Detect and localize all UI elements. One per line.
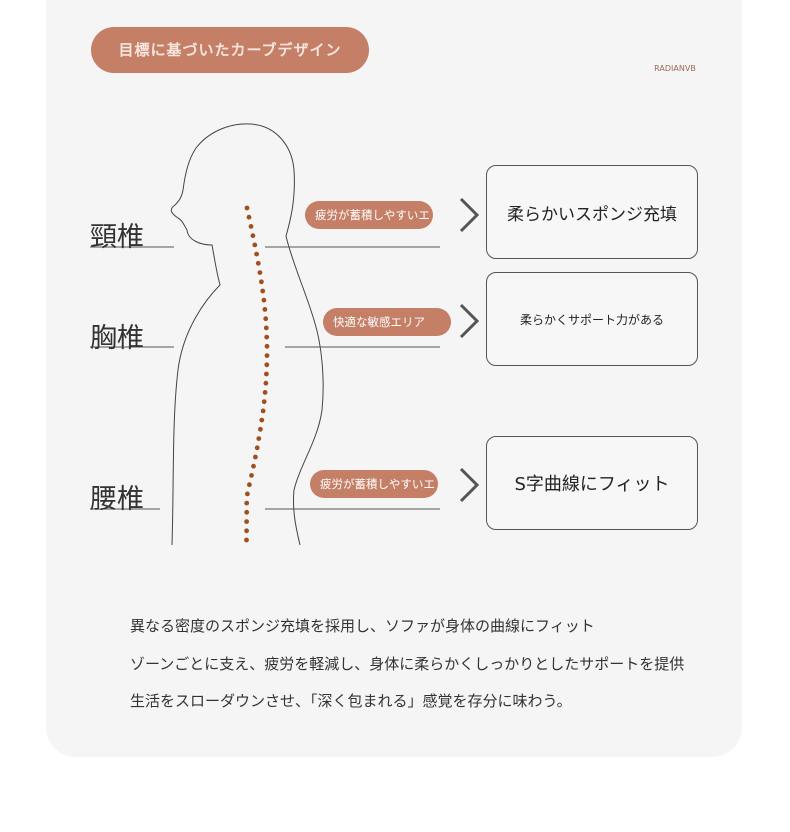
content-card xyxy=(46,0,742,757)
chevron-right-icon xyxy=(459,197,480,233)
region-tag-lumbar: 疲労が蓄積しやすいエ xyxy=(310,470,438,498)
brand-label: RADIANVB xyxy=(654,64,696,73)
feature-box-lumbar: S字曲線にフィット xyxy=(486,436,698,530)
description-line: 生活をスローダウンさせ、「深く包まれる」感覚を存分に味わう。 xyxy=(130,692,572,710)
region-label-lumbar: 腰椎 xyxy=(90,484,144,515)
description-line: ゾーンごとに支え、疲労を軽減し、身体に柔らかくしっかりとしたサポートを提供 xyxy=(130,655,685,673)
feature-box-cervical: 柔らかいスポンジ充填 xyxy=(486,165,698,259)
feature-text: 柔らかいスポンジ充填 xyxy=(507,204,677,225)
region-tag-thoracic: 快適な敏感エリア xyxy=(323,308,451,336)
feature-box-thoracic: 柔らかくサポート力がある xyxy=(486,272,698,366)
region-label-thoracic: 胸椎 xyxy=(90,323,144,354)
chevron-right-icon xyxy=(459,303,480,339)
header-badge: 目標に基づいたカーブデザイン xyxy=(91,27,369,73)
description-line: 異なる密度のスポンジ充填を採用し、ソファが身体の曲線にフィット xyxy=(130,617,595,635)
feature-text: 柔らかくサポート力がある xyxy=(519,312,664,327)
chevron-right-icon xyxy=(459,467,480,503)
region-tag-cervical: 疲労が蓄積しやすいエ xyxy=(305,201,433,229)
region-label-cervical: 頸椎 xyxy=(90,222,144,253)
feature-text: S字曲線にフィット xyxy=(514,474,670,495)
